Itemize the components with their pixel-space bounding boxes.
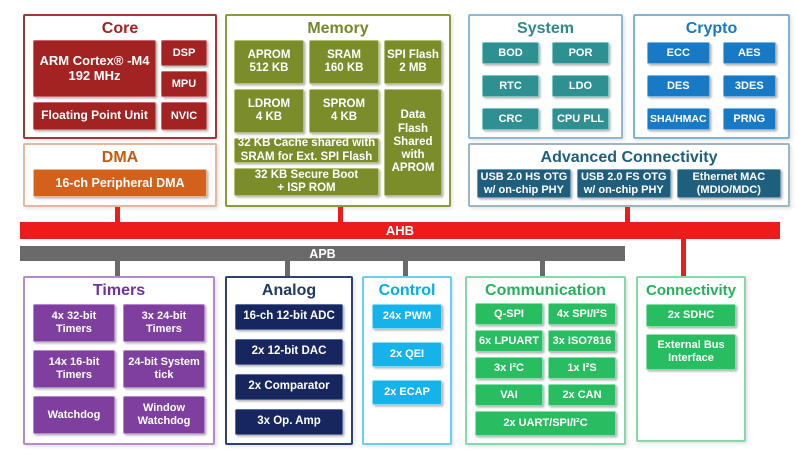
block-aprom: APROM 512 KB: [234, 40, 304, 84]
block-usb-fs-otg: USB 2.0 FS OTG w/ on-chip PHY: [576, 169, 671, 199]
block-uart-spi-i2c: 2x UART/SPI/I²C: [475, 411, 616, 436]
memory-grid: APROM 512 KB SRAM 160 KB SPI Flash 2 MB …: [234, 40, 442, 197]
group-crypto-title: Crypto: [685, 20, 738, 37]
group-control-title: Control: [378, 282, 436, 299]
group-analog: Analog 16-ch 12-bit ADC 2x 12-bit DAC 2x…: [225, 276, 353, 445]
analog-stack: 16-ch 12-bit ADC 2x 12-bit DAC 2x Compar…: [235, 302, 343, 444]
group-memory-title: Memory: [307, 20, 369, 37]
group-dma: DMA 16-ch Peripheral DMA: [23, 143, 217, 207]
block-secure-boot-isp-rom: 32 KB Secure Boot + ISP ROM: [234, 168, 379, 196]
block-sha-hmac: SHA/HMAC: [647, 108, 710, 130]
group-advanced-connectivity-title: Advanced Connectivity: [540, 149, 718, 166]
block-16bit-timers: 14x 16-bit Timers: [33, 350, 115, 388]
block-3des: 3DES: [722, 75, 776, 97]
block-por: POR: [552, 42, 609, 64]
block-sdhc: 2x SDHC: [646, 304, 736, 327]
block-fpu: Floating Point Unit: [33, 102, 156, 130]
communication-grid: Q-SPI 4x SPI/I²S 6x LPUART 3x ISO7816 3x…: [475, 302, 616, 436]
core-grid: ARM Cortex® -M4 192 MHz DSP MPU Floating…: [33, 40, 207, 130]
block-prng: PRNG: [722, 108, 776, 130]
block-peripheral-dma: 16-ch Peripheral DMA: [33, 169, 207, 197]
block-systick: 24-bit System tick: [123, 350, 205, 388]
crypto-grid: ECC AES DES 3DES SHA/HMAC PRNG: [643, 40, 780, 130]
group-core-title: Core: [101, 20, 139, 37]
group-system-title: System: [517, 20, 574, 37]
block-des: DES: [647, 75, 710, 97]
block-ethernet-mac: Ethernet MAC (MDIO/MDC): [676, 169, 782, 199]
block-vai: VAI: [475, 384, 543, 406]
block-comparator: 2x Comparator: [235, 374, 343, 400]
group-connectivity-title: Connectivity: [646, 282, 737, 299]
system-grid: BOD POR RTC LDO CRC CPU PLL: [478, 40, 613, 130]
connector-memory-ahb: [338, 207, 343, 222]
block-cpu-pll: CPU PLL: [552, 108, 609, 130]
block-op-amp: 3x Op. Amp: [235, 409, 343, 435]
group-timers: Timers 4x 32-bit Timers 3x 24-bit Timers…: [23, 276, 215, 445]
block-sram: SRAM 160 KB: [309, 40, 379, 84]
block-ecap: 2x ECAP: [372, 380, 442, 405]
group-communication: Communication Q-SPI 4x SPI/I²S 6x LPUART…: [465, 276, 626, 445]
block-aes: AES: [722, 42, 776, 64]
block-adc: 16-ch 12-bit ADC: [235, 304, 343, 330]
group-control: Control 24x PWM 2x QEI 2x ECAP: [362, 276, 452, 445]
block-i2c: 3x I²C: [475, 357, 543, 379]
control-stack: 24x PWM 2x QEI 2x ECAP: [372, 302, 442, 435]
block-bod: BOD: [482, 42, 539, 64]
block-external-bus-interface: External Bus Interface: [646, 334, 736, 370]
bus-apb: APB: [20, 246, 625, 261]
group-memory: Memory APROM 512 KB SRAM 160 KB SPI Flas…: [225, 14, 451, 207]
connector-apb-analog: [285, 261, 290, 276]
group-communication-title: Communication: [485, 282, 606, 299]
block-ldo: LDO: [552, 75, 609, 97]
timers-grid: 4x 32-bit Timers 3x 24-bit Timers 14x 16…: [33, 302, 205, 435]
block-arm-cortex-m4: ARM Cortex® -M4 192 MHz: [33, 40, 156, 97]
block-qei: 2x QEI: [372, 342, 442, 367]
block-watchdog: Watchdog: [33, 396, 115, 434]
block-dsp: DSP: [161, 40, 207, 66]
block-usb-hs-otg: USB 2.0 HS OTG w/ on-chip PHY: [477, 169, 571, 199]
connectivity-stack: 2x SDHC External Bus Interface: [646, 302, 736, 432]
block-i2s: 1x I²S: [548, 357, 616, 379]
block-pwm: 24x PWM: [372, 304, 442, 329]
connector-apb-control: [403, 261, 408, 276]
block-can: 2x CAN: [548, 384, 616, 406]
group-dma-title: DMA: [101, 149, 139, 166]
group-connectivity: Connectivity 2x SDHC External Bus Interf…: [636, 276, 746, 442]
block-32bit-timers: 4x 32-bit Timers: [33, 304, 115, 342]
block-cache: 32 KB Cache shared with SRAM for Ext. SP…: [234, 137, 379, 163]
block-crc: CRC: [482, 108, 539, 130]
block-dac: 2x 12-bit DAC: [235, 339, 343, 365]
group-core: Core ARM Cortex® -M4 192 MHz DSP MPU Flo…: [23, 14, 217, 139]
block-iso7816: 3x ISO7816: [548, 330, 616, 352]
group-advanced-connectivity: Advanced Connectivity USB 2.0 HS OTG w/ …: [468, 143, 790, 207]
block-data-flash: Data Flash Shared with APROM: [384, 89, 442, 196]
block-rtc: RTC: [482, 75, 539, 97]
block-spi-flash: SPI Flash 2 MB: [384, 40, 442, 84]
advanced-connectivity-row: USB 2.0 HS OTG w/ on-chip PHY USB 2.0 FS…: [477, 169, 782, 199]
block-window-watchdog: Window Watchdog: [123, 396, 205, 434]
group-timers-title: Timers: [92, 282, 146, 299]
group-system: System BOD POR RTC LDO CRC CPU PLL: [468, 14, 623, 139]
block-sprom: SPROM 4 KB: [309, 89, 379, 133]
block-mpu: MPU: [161, 71, 207, 97]
connector-apb-timers: [115, 261, 120, 276]
block-ecc: ECC: [647, 42, 710, 64]
block-qspi: Q-SPI: [475, 303, 543, 325]
block-lpuart: 6x LPUART: [475, 330, 543, 352]
connector-advconn-ahb: [625, 207, 630, 222]
block-nvic: NVIC: [161, 102, 207, 130]
block-spi-i2s: 4x SPI/I²S: [548, 303, 616, 325]
connector-core-ahb: [115, 207, 120, 222]
bus-apb-label: APB: [309, 246, 336, 261]
connector-ahb-connectivity: [681, 239, 686, 276]
group-analog-title: Analog: [261, 282, 317, 299]
bus-ahb-label: AHB: [385, 223, 415, 238]
block-ldrom: LDROM 4 KB: [234, 89, 304, 133]
group-crypto: Crypto ECC AES DES 3DES SHA/HMAC PRNG: [633, 14, 790, 139]
connector-apb-communication: [540, 261, 545, 276]
block-24bit-timers: 3x 24-bit Timers: [123, 304, 205, 342]
bus-ahb: AHB: [20, 222, 780, 239]
